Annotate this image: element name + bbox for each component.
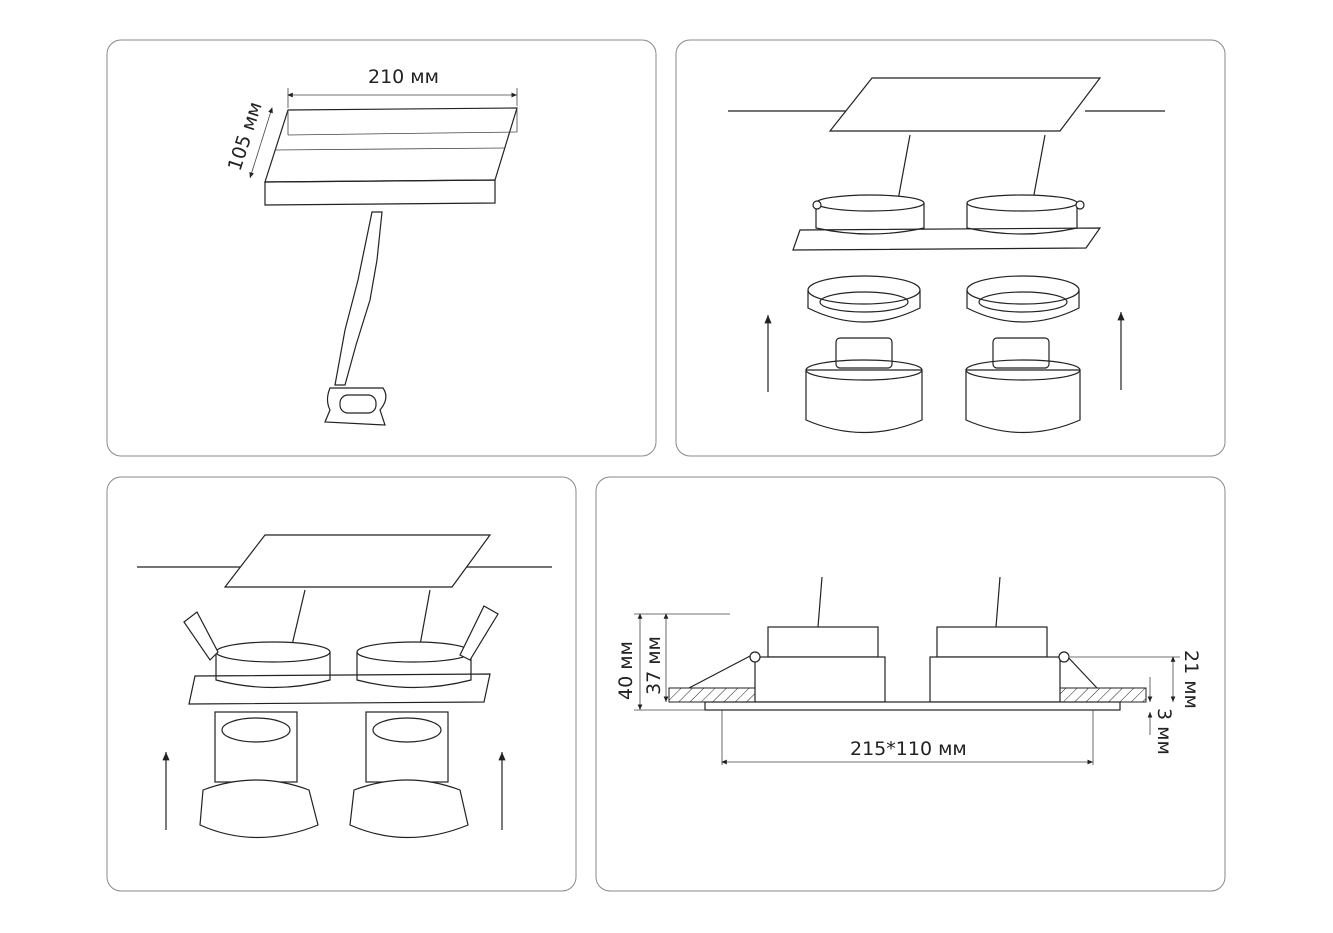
- lamp-right: [349, 711, 469, 839]
- body-height-dimension: 37 мм: [643, 636, 665, 695]
- ring-right: [966, 275, 1080, 323]
- frame: [188, 673, 491, 705]
- size-dimension: 215*110 мм: [850, 738, 967, 760]
- flange-dimension: 3 мм: [1153, 708, 1175, 755]
- housing-right: [966, 194, 1078, 235]
- spring-clip: [459, 605, 499, 661]
- width-dimension: 210 мм: [368, 66, 439, 88]
- saw-icon: [324, 211, 387, 426]
- panel-dimensions: 40 мм 37 мм 21 мм 3 мм 215*110 мм: [595, 476, 1226, 892]
- frame: [792, 227, 1102, 251]
- panel-frame-install: [675, 39, 1226, 457]
- lamp-left: [199, 711, 319, 839]
- ceiling-tile: [223, 534, 492, 588]
- ceiling-tile: [828, 77, 1102, 132]
- spring-clip: [183, 611, 219, 661]
- housing-right: [356, 641, 472, 689]
- lamp-left: [805, 337, 923, 434]
- ring-left: [807, 275, 921, 323]
- panel-insert-lamps: [106, 476, 577, 892]
- lamp-right: [965, 337, 1081, 433]
- panel-cutout: 210 мм 105 мм: [106, 39, 657, 457]
- total-height-dimension: 40 мм: [615, 641, 637, 700]
- clip-height-dimension: 21 мм: [1180, 650, 1202, 709]
